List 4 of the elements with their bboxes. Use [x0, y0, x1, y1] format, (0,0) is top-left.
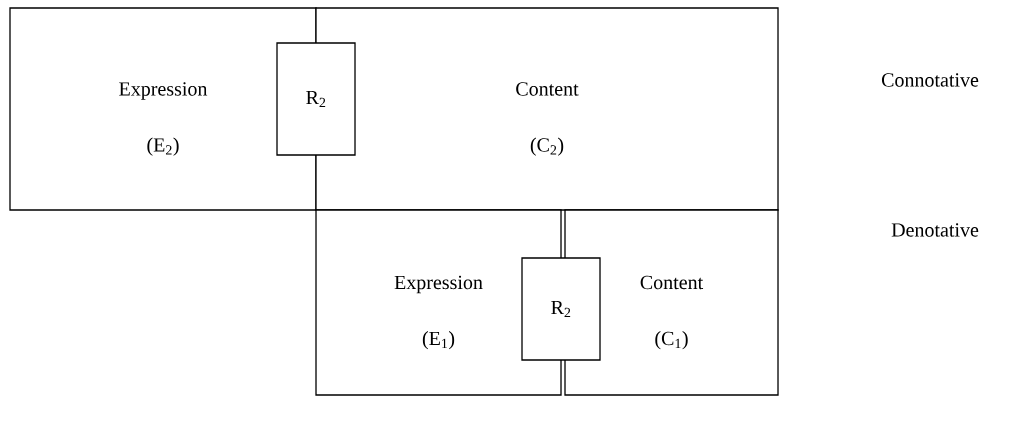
relation-box: R$_{2}$ — [521, 257, 601, 361]
relation-box: R$_{2}$ — [276, 42, 356, 156]
layer-label: Denotative — [891, 223, 979, 237]
layer-label: Connotative — [881, 73, 979, 87]
